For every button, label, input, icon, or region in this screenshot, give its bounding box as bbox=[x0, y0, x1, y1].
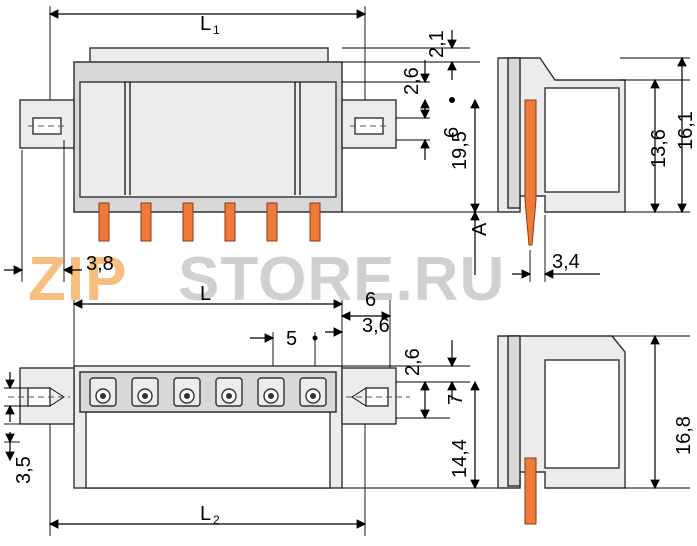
bottom-front-view: L 6 5 3,6 bbox=[4, 283, 500, 536]
dim-16-8: 16,8 bbox=[673, 416, 695, 455]
bottom-side-wall bbox=[507, 335, 521, 487]
dim-14-4: 14,4 bbox=[449, 439, 471, 478]
ref-dot bbox=[449, 97, 455, 103]
left-flange-hole bbox=[32, 117, 62, 135]
dim-19-5: 19,5 bbox=[449, 131, 471, 170]
pin bbox=[98, 202, 110, 242]
dim-16-1: 16,1 bbox=[675, 111, 697, 150]
bottom-side-view: 16,8 bbox=[497, 334, 695, 525]
top-front-view: L 1 bbox=[4, 6, 500, 282]
dim-2-1: 2,1 bbox=[426, 30, 448, 58]
dim-l1-subscript: 1 bbox=[213, 23, 220, 37]
pin bbox=[309, 202, 321, 242]
dim-6-top: 6 bbox=[441, 127, 463, 138]
dim-2-6-top: 2,6 bbox=[401, 67, 423, 95]
dim-l2-label: L bbox=[200, 503, 211, 525]
bottom-housing-opening bbox=[85, 411, 331, 489]
side-wall bbox=[507, 57, 521, 209]
dim-a: A bbox=[469, 222, 491, 236]
dim-5: 5 bbox=[286, 328, 297, 350]
dim-l-bottom: L bbox=[200, 283, 211, 305]
dim-3-5: 3,5 bbox=[13, 456, 35, 484]
dim-3-4: 3,4 bbox=[552, 251, 580, 273]
housing-face bbox=[79, 81, 337, 198]
top-pins bbox=[98, 202, 321, 242]
dim-l1-label: L bbox=[200, 13, 211, 35]
dim-7: 7 bbox=[445, 394, 467, 405]
top-side-view: 13,6 16,1 3,4 bbox=[497, 56, 697, 282]
dim-3-8: 3,8 bbox=[86, 253, 114, 275]
side-cavity bbox=[544, 87, 620, 193]
side-pin bbox=[524, 99, 537, 246]
pin bbox=[182, 202, 194, 242]
dim-l2-subscript: 2 bbox=[213, 513, 220, 527]
right-flange-hole bbox=[354, 117, 384, 135]
dim-13-6: 13,6 bbox=[648, 129, 670, 168]
pin bbox=[266, 202, 278, 242]
pin bbox=[140, 202, 152, 242]
bottom-terminal-row bbox=[79, 371, 337, 413]
pin bbox=[224, 202, 236, 242]
dim-6-bottom: 6 bbox=[365, 289, 376, 311]
bottom-side-cavity bbox=[544, 359, 620, 469]
dim-3-6: 3,6 bbox=[362, 315, 390, 337]
bottom-side-pin bbox=[524, 457, 537, 525]
dim-2-6-bottom: 2,6 bbox=[402, 348, 424, 376]
bottom-terminals bbox=[89, 377, 327, 407]
